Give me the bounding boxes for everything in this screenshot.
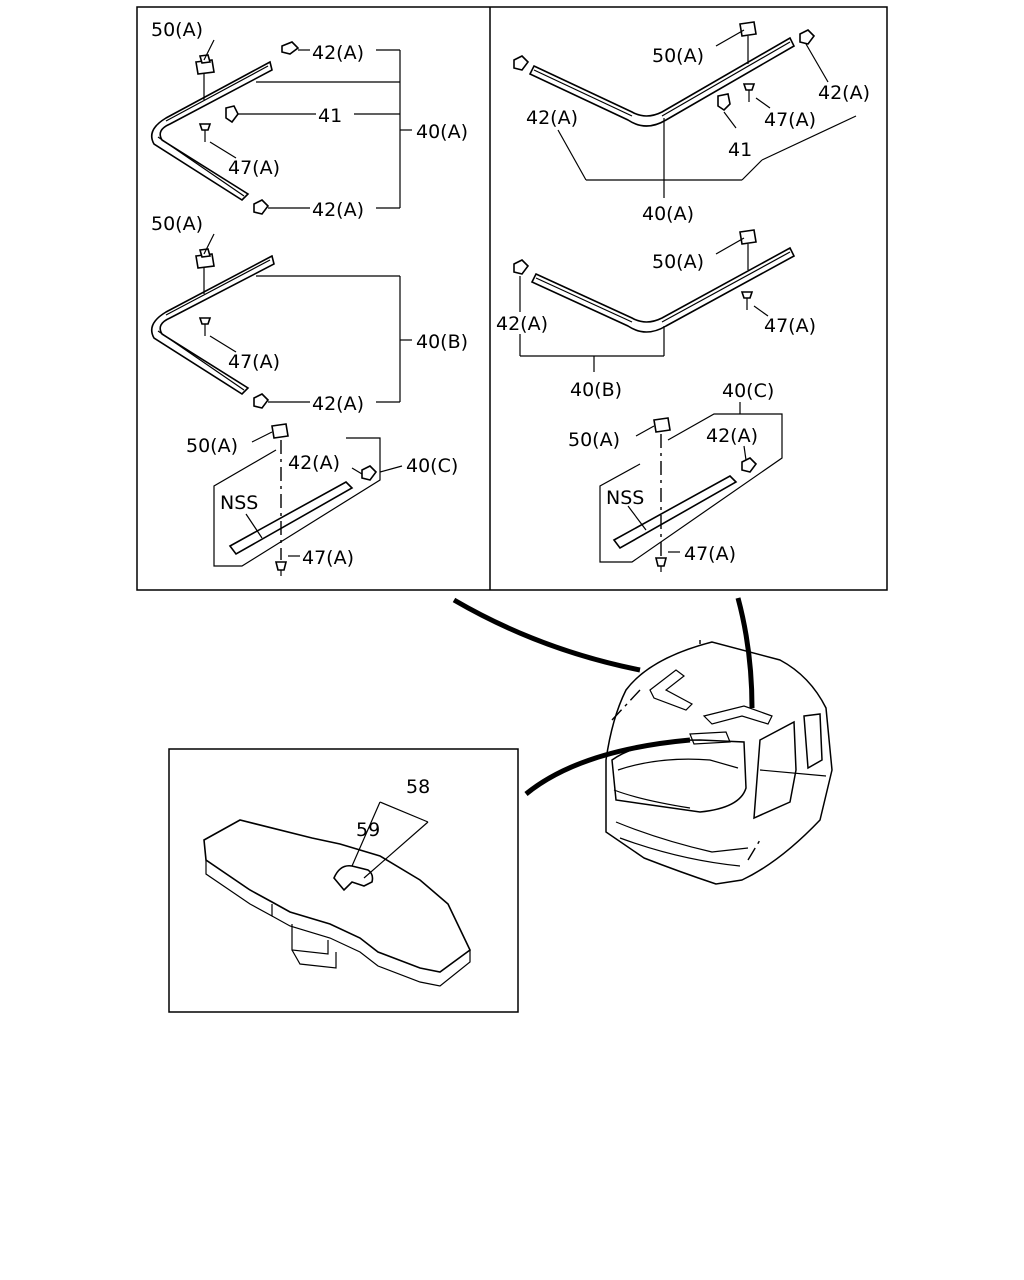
pointer-arc-lower xyxy=(524,737,691,796)
label-42a-r3: 42(A) xyxy=(496,313,548,335)
label-47a-r2: 47(A) xyxy=(764,315,816,337)
right-cap-42a-4 xyxy=(741,457,758,473)
label-42a-r4: 42(A) xyxy=(706,425,758,447)
right-trim-40b xyxy=(530,246,796,333)
label-42a-r1: 42(A) xyxy=(818,82,870,104)
pointer-arc-right xyxy=(735,597,755,709)
right-screw-47a-2 xyxy=(740,291,754,310)
label-47a-r1: 47(A) xyxy=(764,109,816,131)
right-clip-50a-2 xyxy=(739,229,757,245)
right-screw-47a-1 xyxy=(742,83,756,102)
label-nss-l1: NSS xyxy=(220,492,258,514)
lower-detail-frame xyxy=(168,748,519,1013)
label-42a-l3: 42(A) xyxy=(312,393,364,415)
right-cap-42a-2 xyxy=(799,29,816,45)
label-47a-l2: 47(A) xyxy=(228,351,280,373)
right-grommet-41 xyxy=(717,93,731,112)
label-59: 59 xyxy=(356,819,380,841)
right-trim-40a xyxy=(528,36,796,127)
sun-visor-58 xyxy=(203,819,472,987)
label-47a-l1: 47(A) xyxy=(228,157,280,179)
label-40c-r1: 40(C) xyxy=(722,380,774,402)
left-cap-42a-1 xyxy=(281,41,300,55)
label-42a-l2: 42(A) xyxy=(312,199,364,221)
label-41-l1: 41 xyxy=(318,105,342,127)
cab-illustration xyxy=(605,640,833,885)
label-40b-r1: 40(B) xyxy=(570,379,622,401)
label-40a-r1: 40(A) xyxy=(642,203,694,225)
left-cap-42a-2 xyxy=(253,199,270,215)
label-nss-r1: NSS xyxy=(606,487,644,509)
left-screw-47a-3 xyxy=(274,561,288,576)
right-40c-group-outline xyxy=(599,413,783,563)
left-clip-50a-1 xyxy=(195,54,215,75)
label-50a-r1: 50(A) xyxy=(652,45,704,67)
right-screw-47a-3 xyxy=(654,557,668,572)
label-58: 58 xyxy=(406,776,430,798)
label-40a-l1: 40(A) xyxy=(416,121,468,143)
visor-holder-59 xyxy=(333,864,374,892)
label-42a-l4: 42(A) xyxy=(288,452,340,474)
label-42a-l1: 42(A) xyxy=(312,42,364,64)
left-grommet-41 xyxy=(225,105,239,124)
label-41-r1: 41 xyxy=(728,139,752,161)
right-cap-42a-3 xyxy=(513,259,530,275)
left-clip-50a-3 xyxy=(271,423,289,439)
left-trim-40a xyxy=(150,60,273,202)
label-40c-l1: 40(C) xyxy=(406,455,458,477)
upper-detail-frame xyxy=(136,6,888,591)
pointer-arc-left xyxy=(452,597,641,673)
label-50a-r2: 50(A) xyxy=(652,251,704,273)
left-40c-group-outline xyxy=(213,437,381,567)
label-50a-l3: 50(A) xyxy=(186,435,238,457)
label-50a-l2: 50(A) xyxy=(151,213,203,235)
left-clip-50a-2 xyxy=(195,248,215,269)
label-47a-l3: 47(A) xyxy=(302,547,354,569)
label-40b-l1: 40(B) xyxy=(416,331,468,353)
left-cap-42a-4 xyxy=(361,465,378,481)
right-cap-42a-1 xyxy=(513,55,530,71)
label-47a-r3: 47(A) xyxy=(684,543,736,565)
left-trim-40b xyxy=(150,254,275,396)
label-42a-r2: 42(A) xyxy=(526,107,578,129)
left-cap-42a-3 xyxy=(253,393,270,409)
label-50a-l1: 50(A) xyxy=(151,19,203,41)
right-trim-40c xyxy=(612,475,738,550)
right-clip-50a-1 xyxy=(739,21,757,37)
left-screw-47a-1 xyxy=(198,123,212,142)
left-screw-47a-2 xyxy=(198,317,212,336)
label-50a-r3: 50(A) xyxy=(568,429,620,451)
right-clip-50a-3 xyxy=(653,417,671,433)
